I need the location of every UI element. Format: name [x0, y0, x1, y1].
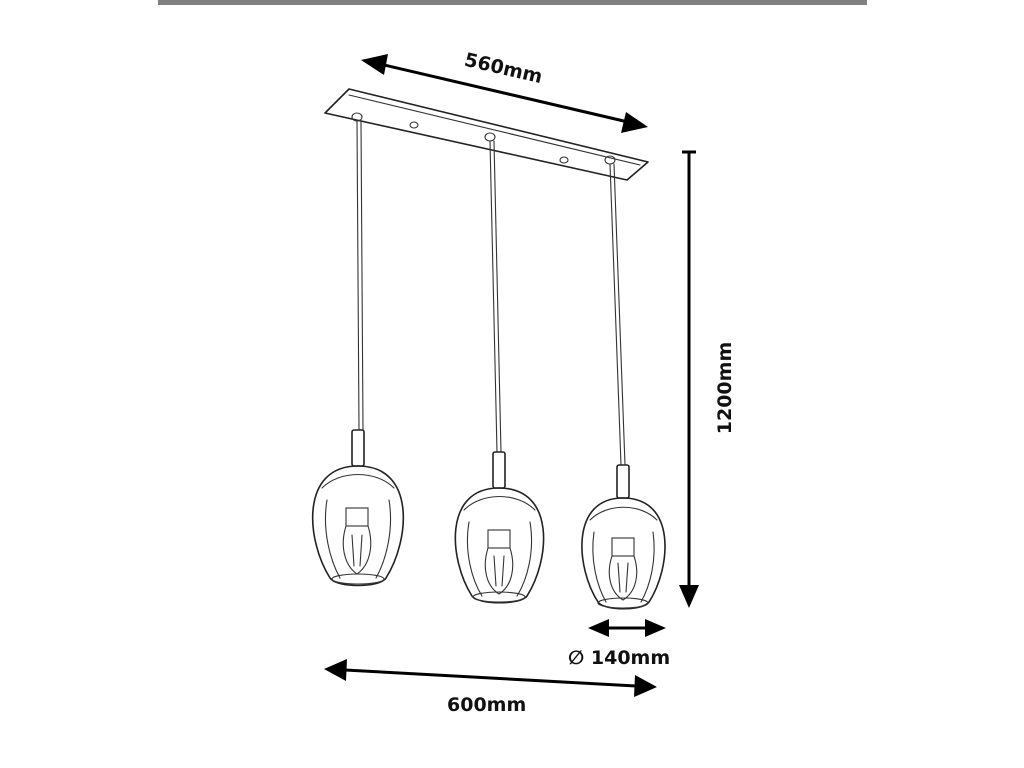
dimension-arrow-overall-width [324, 659, 657, 697]
glass-shade-right [581, 464, 666, 610]
label-height: 1200mm [714, 342, 736, 434]
dimension-arrow-height [679, 150, 699, 608]
glass-shade-left [311, 429, 405, 587]
top-border-bar [158, 0, 867, 5]
glass-shade-middle [454, 451, 545, 604]
label-overall-width: 600mm [447, 694, 526, 716]
label-shade-diameter: ∅ 140mm [568, 647, 670, 669]
dimension-arrow-top-width [361, 54, 648, 133]
label-top-width: 560mm [462, 49, 544, 88]
pendant-cords [356, 120, 626, 466]
ceiling-canopy [324, 88, 649, 181]
dimension-arrow-diameter [588, 619, 666, 637]
